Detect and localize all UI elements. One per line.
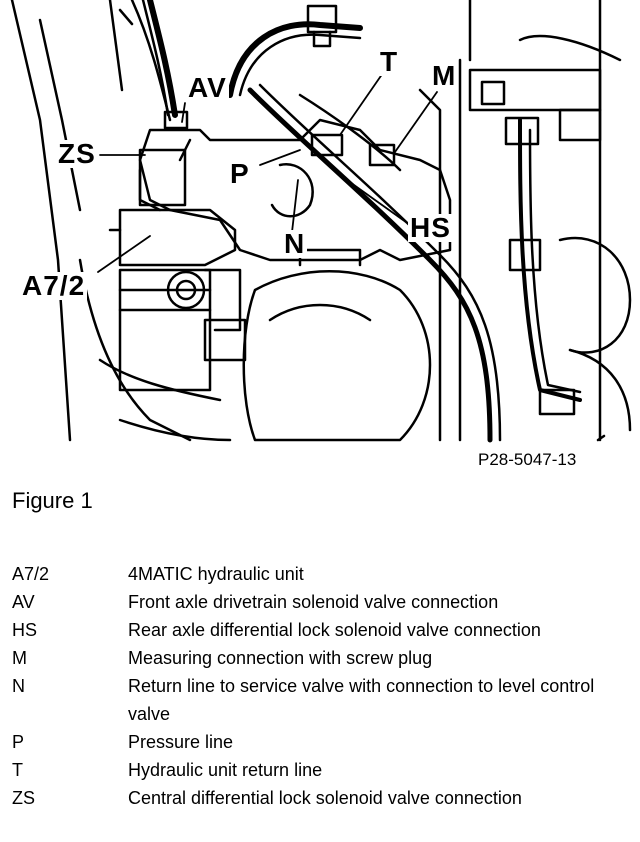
legend-code: N bbox=[12, 676, 25, 696]
legend-desc: Hydraulic unit return line bbox=[128, 760, 323, 780]
legend-row: A7/2 4MATIC hydraulic unit bbox=[12, 560, 632, 588]
legend-code: ZS bbox=[12, 788, 36, 808]
callout-zs: ZS bbox=[56, 138, 98, 169]
callout-a7-2: A7/2 bbox=[20, 270, 88, 301]
legend-desc: Rear axle differential lock solenoid val… bbox=[128, 620, 541, 640]
figure-caption: Figure 1 bbox=[12, 488, 93, 513]
legend-row: ZS Central differential lock solenoid va… bbox=[12, 784, 632, 812]
legend-row: P Pressure line bbox=[12, 728, 632, 756]
legend-code: M bbox=[12, 648, 27, 668]
legend-desc: Return line to service valve with connec… bbox=[128, 676, 595, 724]
callout-p: P bbox=[228, 158, 252, 189]
hydraulic-unit-figure: AV T M ZS P HS N A7/2 P28-5047-13 bbox=[10, 0, 632, 469]
legend-code: T bbox=[12, 760, 23, 780]
legend-row: AV Front axle drivetrain solenoid valve … bbox=[12, 588, 632, 616]
legend-code: P bbox=[12, 732, 25, 752]
callout-t: T bbox=[378, 46, 401, 77]
callout-m: M bbox=[430, 60, 459, 91]
legend-row: M Measuring connection with screw plug bbox=[12, 644, 632, 672]
figure-code: P28-5047-13 bbox=[478, 450, 577, 469]
legend-desc: Pressure line bbox=[128, 732, 234, 752]
legend-desc: Central differential lock solenoid valve… bbox=[128, 788, 522, 808]
legend-desc: 4MATIC hydraulic unit bbox=[128, 564, 304, 584]
callout-av: AV bbox=[186, 72, 229, 103]
legend-code: AV bbox=[12, 592, 35, 612]
legend-row: T Hydraulic unit return line bbox=[12, 756, 632, 784]
legend-desc: Front axle drivetrain solenoid valve con… bbox=[128, 592, 499, 612]
legend: A7/2 4MATIC hydraulic unit AV Front axle… bbox=[12, 560, 632, 812]
legend-desc: Measuring connection with screw plug bbox=[128, 648, 433, 668]
callout-n: N bbox=[282, 228, 308, 259]
legend-code: HS bbox=[12, 620, 38, 640]
legend-row: N Return line to service valve with conn… bbox=[12, 672, 632, 728]
legend-row: HS Rear axle differential lock solenoid … bbox=[12, 616, 632, 644]
callout-hs: HS bbox=[408, 212, 453, 243]
hydraulic-unit-drawing bbox=[10, 0, 632, 443]
legend-code: A7/2 bbox=[12, 564, 50, 584]
